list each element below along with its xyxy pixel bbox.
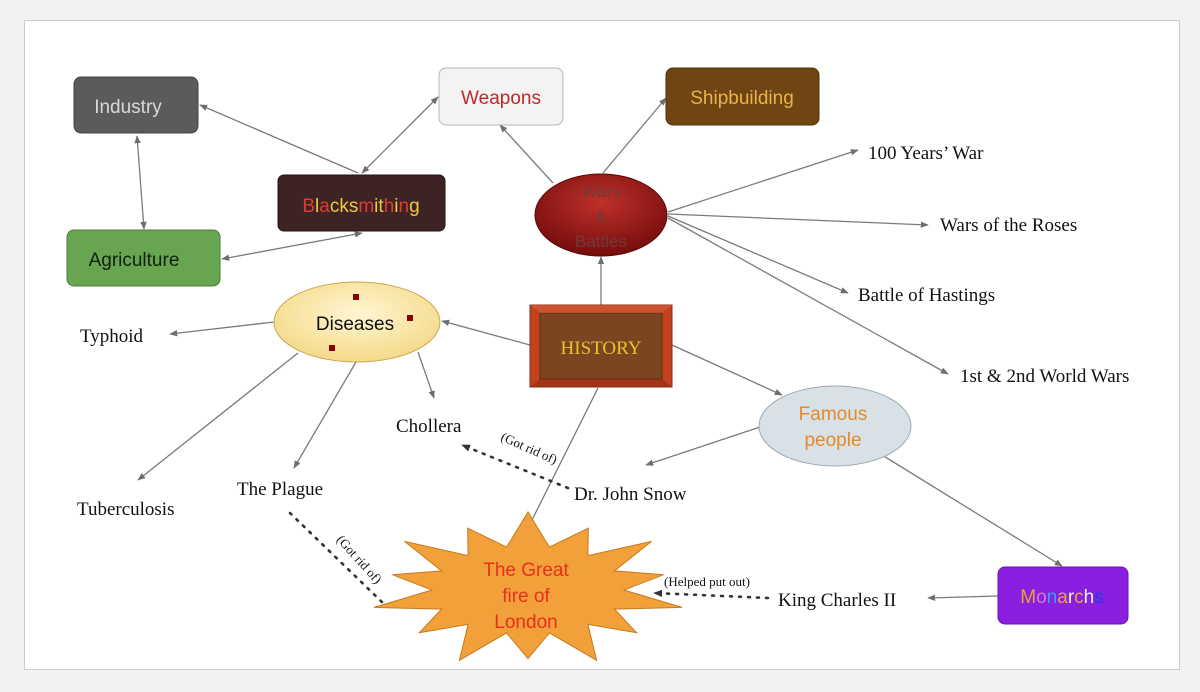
link-label-helped-put-out: (Helped put out) <box>664 574 750 589</box>
edge-wars-weapons <box>499 124 554 184</box>
edge-charles-fire-dotted <box>652 589 770 600</box>
edge-blacksmithing-weapons <box>361 96 439 174</box>
leaf-typhoid: Typhoid <box>80 326 144 347</box>
dotted-links <box>288 443 770 606</box>
link-label-got-rid-of-cholera: (Got rid of) <box>499 429 560 467</box>
leaf-the-plague: The Plague <box>237 479 323 500</box>
edge-diseases-plague <box>293 361 357 469</box>
node-monarchs[interactable]: Monarchs <box>997 566 1129 625</box>
node-monarchs-label: Monarchs <box>1020 587 1103 608</box>
node-history[interactable]: HISTORY <box>529 304 673 388</box>
edge-famous-john-snow <box>645 426 761 466</box>
node-agriculture-label: Agriculture <box>89 250 180 271</box>
edge-blacksmithing-industry <box>199 104 359 174</box>
edge-wars-hastings <box>667 215 849 294</box>
leaf-100-years-war: 100 Years’ War <box>868 143 984 164</box>
disease-dot <box>407 315 413 321</box>
node-famous-label-1: Famous <box>799 404 868 425</box>
edge-history-diseases <box>441 319 531 346</box>
node-wars-label-2: & <box>595 207 607 226</box>
node-blacksmithing[interactable]: Blacksmithing <box>277 174 446 232</box>
node-great-fire[interactable]: The Great fire of London <box>373 511 683 662</box>
node-wars-label-3: Battles <box>575 232 627 251</box>
edge-famous-monarchs <box>881 454 1063 567</box>
edge-wars-world-wars <box>667 217 949 375</box>
disease-dot <box>353 294 359 300</box>
node-history-label: HISTORY <box>561 338 642 359</box>
disease-dot <box>329 345 335 351</box>
leaf-world-wars: 1st & 2nd World Wars <box>960 366 1129 387</box>
edge-agriculture-blacksmithing <box>221 231 363 261</box>
leaf-king-charles: King Charles II <box>778 590 896 611</box>
edge-wars-100-years <box>667 149 859 213</box>
leaf-battle-hastings: Battle of Hastings <box>858 285 995 306</box>
leaf-john-snow: Dr. John Snow <box>574 484 687 505</box>
node-fire-label-2: fire of <box>502 586 550 607</box>
node-fire-label-3: London <box>494 612 557 633</box>
edge-wars-shipbuilding <box>602 97 667 174</box>
edge-snow-cholera-dotted <box>460 443 570 490</box>
node-agriculture[interactable]: Agriculture <box>66 229 221 287</box>
node-famous-label-2: people <box>804 430 861 451</box>
node-weapons[interactable]: Weapons <box>438 67 564 126</box>
node-shipbuilding-label: Shipbuilding <box>690 88 794 109</box>
edge-plague-fire-dotted <box>288 511 386 606</box>
node-industry[interactable]: Industry <box>73 76 199 134</box>
node-famous-people[interactable]: Famous people <box>758 385 912 467</box>
edge-diseases-typhoid <box>169 321 275 337</box>
leaf-chollera: Chollera <box>396 416 462 437</box>
edge-diseases-tuberculosis <box>137 352 299 481</box>
node-blacksmithing-label: Blacksmithing <box>302 196 419 217</box>
node-shipbuilding[interactable]: Shipbuilding <box>665 67 820 126</box>
node-industry-label: Industry <box>94 97 162 118</box>
leaf-labels: 100 Years’ War Wars of the Roses Battle … <box>77 143 1129 611</box>
leaf-wars-of-roses: Wars of the Roses <box>940 215 1077 236</box>
leaf-tuberculosis: Tuberculosis <box>77 499 174 520</box>
node-diseases-label: Diseases <box>316 314 394 335</box>
edge-monarchs-king-charles <box>927 594 999 601</box>
edge-wars-roses <box>667 213 929 228</box>
link-label-got-rid-of-plague: (Got rid of) <box>334 532 385 587</box>
node-wars-label-1: Wars <box>581 182 620 201</box>
edge-history-famous <box>671 344 783 396</box>
node-weapons-label: Weapons <box>461 88 541 109</box>
edge-diseases-chollera <box>417 351 435 399</box>
node-diseases[interactable]: Diseases <box>273 281 441 363</box>
edge-industry-agriculture <box>134 135 147 230</box>
node-wars-battles[interactable]: Wars & Battles <box>534 173 668 257</box>
edge-history-fire <box>521 387 599 541</box>
node-fire-label-1: The Great <box>483 560 569 581</box>
connectors <box>134 96 1063 601</box>
